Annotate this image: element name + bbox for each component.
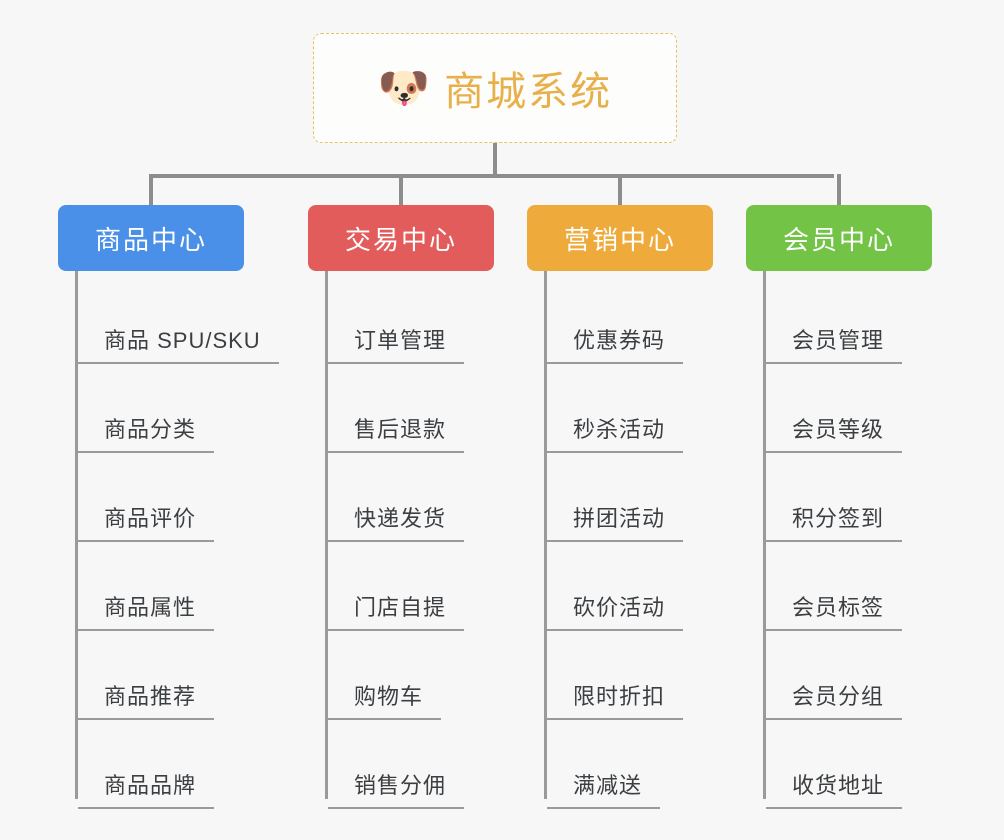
leaf-item-label: 秒杀活动 (547, 412, 684, 453)
branch-drop-connector-3 (618, 174, 622, 205)
leaf-item-label: 购物车 (328, 679, 442, 720)
branch-drop-connector-1 (149, 174, 153, 205)
leaf-item-label: 会员标签 (766, 590, 903, 631)
leaf-item-label: 会员管理 (766, 323, 903, 364)
leaf-item-label: 快递发货 (328, 501, 465, 542)
leaf-item-label: 会员分组 (766, 679, 903, 720)
branch-trunk-line (544, 271, 547, 799)
leaf-item-label: 砍价活动 (547, 590, 684, 631)
root-node[interactable]: 🐶 商城系统 (313, 33, 677, 143)
dog-face-icon: 🐶 (377, 64, 431, 111)
leaf-item-label: 商品品牌 (78, 768, 215, 809)
leaf-item-label: 商品属性 (78, 590, 215, 631)
leaf-item-label: 收货地址 (766, 768, 903, 809)
root-stem-connector (493, 143, 497, 176)
leaf-item-label: 优惠券码 (547, 323, 684, 364)
leaf-item-label: 销售分佣 (328, 768, 465, 809)
branch-trunk-line (75, 271, 78, 799)
category-label: 营销中心 (563, 224, 676, 255)
category-box-4[interactable]: 会员中心 (746, 205, 932, 271)
branch-bus-connector (150, 174, 834, 178)
leaf-item-label: 售后退款 (328, 412, 465, 453)
root-title: 商城系统 (444, 70, 613, 114)
leaf-item-label: 商品分类 (78, 412, 215, 453)
leaf-item-label: 拼团活动 (547, 501, 684, 542)
category-label: 交易中心 (344, 224, 457, 255)
leaf-item-label: 限时折扣 (547, 679, 684, 720)
branch-trunk-line (325, 271, 328, 799)
leaf-item-label: 订单管理 (328, 323, 465, 364)
leaf-item-label: 商品评价 (78, 501, 215, 542)
branch-drop-connector-2 (399, 174, 403, 205)
leaf-item-label: 商品推荐 (78, 679, 215, 720)
category-label: 会员中心 (782, 224, 895, 255)
leaf-item-label: 会员等级 (766, 412, 903, 453)
leaf-item-label: 门店自提 (328, 590, 465, 631)
branch-trunk-line (763, 271, 766, 799)
category-box-2[interactable]: 交易中心 (308, 205, 494, 271)
leaf-item-label: 满减送 (547, 768, 661, 809)
category-box-3[interactable]: 营销中心 (527, 205, 713, 271)
leaf-item-label: 商品 SPU/SKU (78, 323, 279, 364)
leaf-item-label: 积分签到 (766, 501, 903, 542)
category-label: 商品中心 (94, 224, 207, 255)
category-box-1[interactable]: 商品中心 (58, 205, 244, 271)
branch-drop-connector-4 (837, 174, 841, 205)
